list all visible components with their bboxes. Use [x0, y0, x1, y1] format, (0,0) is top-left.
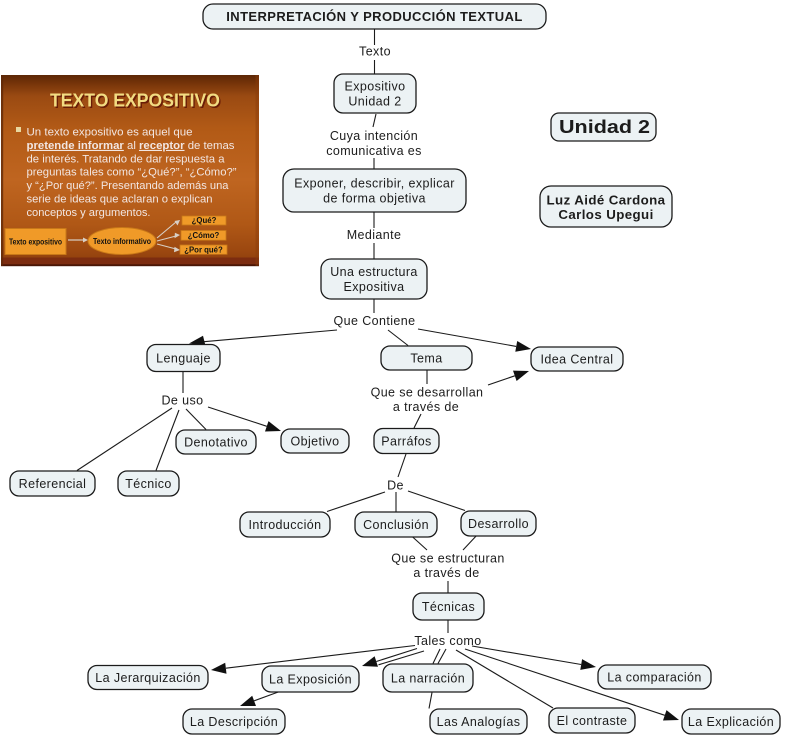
svg-text:La narración: La narración: [391, 672, 465, 686]
svg-text:La Jerarquización: La Jerarquización: [95, 671, 200, 685]
svg-text:El contraste: El contraste: [557, 714, 628, 728]
svg-text:conceptos y argumentos.: conceptos y argumentos.: [27, 207, 151, 219]
svg-text:Que se estructuran: Que se estructuran: [391, 552, 505, 566]
svg-text:Texto expositivo: Texto expositivo: [9, 238, 62, 247]
svg-text:serie de ideas que aclaran o e: serie de ideas que aclaran o explican: [27, 194, 213, 206]
svg-text:preguntas tales como “¿Qué?”,: preguntas tales como “¿Qué?”, “¿Cómo?”: [27, 167, 237, 179]
svg-text:Tales como: Tales como: [414, 634, 481, 648]
svg-text:de interés. Tratando de dar re: de interés. Tratando de dar respuesta a: [27, 153, 226, 165]
svg-text:Conclusión: Conclusión: [363, 518, 429, 532]
svg-text:Técnico: Técnico: [125, 477, 172, 491]
svg-text:Objetivo: Objetivo: [290, 435, 339, 449]
svg-text:Que se desarrollan: Que se desarrollan: [371, 386, 484, 400]
svg-text:Denotativo: Denotativo: [184, 436, 248, 450]
svg-text:Que Contiene: Que Contiene: [334, 314, 416, 328]
svg-text:Cuya intención: Cuya intención: [330, 129, 418, 143]
svg-text:Introducción: Introducción: [249, 518, 322, 532]
svg-text:de forma objetiva: de forma objetiva: [323, 192, 426, 206]
svg-text:Lenguaje: Lenguaje: [156, 352, 211, 366]
svg-text:y “¿Por qué?”. Presentando ade: y “¿Por qué?”. Presentando además una: [27, 180, 230, 192]
svg-text:TEXTO EXPOSITIVO: TEXTO EXPOSITIVO: [51, 92, 221, 112]
svg-text:pretende informar al receptor: pretende informar al receptor de temas: [27, 140, 235, 152]
svg-text:Idea Central: Idea Central: [541, 353, 614, 367]
svg-text:Exponer, describir, explicar: Exponer, describir, explicar: [294, 177, 455, 191]
svg-text:INTERPRETACIÓN Y PRODUCCIÓN TE: INTERPRETACIÓN Y PRODUCCIÓN TEXTUAL: [226, 9, 522, 24]
svg-text:La Explicación: La Explicación: [688, 715, 774, 729]
svg-text:Técnicas: Técnicas: [422, 600, 475, 614]
svg-text:¿Por qué?: ¿Por qué?: [184, 245, 223, 254]
svg-text:La Exposición: La Exposición: [269, 673, 352, 687]
svg-text:Tema: Tema: [410, 352, 442, 366]
svg-text:Una estructura: Una estructura: [330, 265, 418, 279]
svg-text:Parráfos: Parráfos: [381, 435, 431, 449]
svg-text:¿Cómo?: ¿Cómo?: [188, 231, 220, 240]
svg-text:Luz Aidé Cardona: Luz Aidé Cardona: [547, 193, 666, 208]
svg-text:Las Analogías: Las Analogías: [437, 715, 521, 729]
svg-text:La comparación: La comparación: [607, 671, 702, 685]
svg-text:Expositiva: Expositiva: [344, 280, 405, 294]
svg-text:TEXTO EXPOSITIVO: TEXTO EXPOSITIVO: [50, 91, 220, 111]
svg-text:Mediante: Mediante: [347, 228, 402, 242]
svg-text:Texto informativo: Texto informativo: [93, 237, 151, 246]
svg-text:La Descripción: La Descripción: [190, 715, 278, 729]
svg-text:De: De: [387, 479, 404, 493]
svg-text:Referencial: Referencial: [19, 477, 87, 491]
svg-text:Expositivo: Expositivo: [345, 80, 406, 94]
svg-text:Desarrollo: Desarrollo: [468, 517, 529, 531]
svg-text:Texto: Texto: [359, 45, 391, 59]
svg-text:a través de: a través de: [393, 400, 459, 414]
svg-text:Un texto expositivo es aquel q: Un texto expositivo es aquel que: [27, 127, 193, 139]
svg-text:Unidad 2: Unidad 2: [559, 117, 650, 137]
svg-text:¿Qué?: ¿Qué?: [192, 216, 217, 225]
svg-text:Carlos Upegui: Carlos Upegui: [558, 207, 653, 222]
svg-text:a través de: a través de: [413, 566, 479, 580]
svg-text:Unidad 2: Unidad 2: [348, 95, 401, 109]
svg-text:De uso: De uso: [161, 394, 203, 408]
svg-text:comunicativa es: comunicativa es: [326, 144, 422, 158]
